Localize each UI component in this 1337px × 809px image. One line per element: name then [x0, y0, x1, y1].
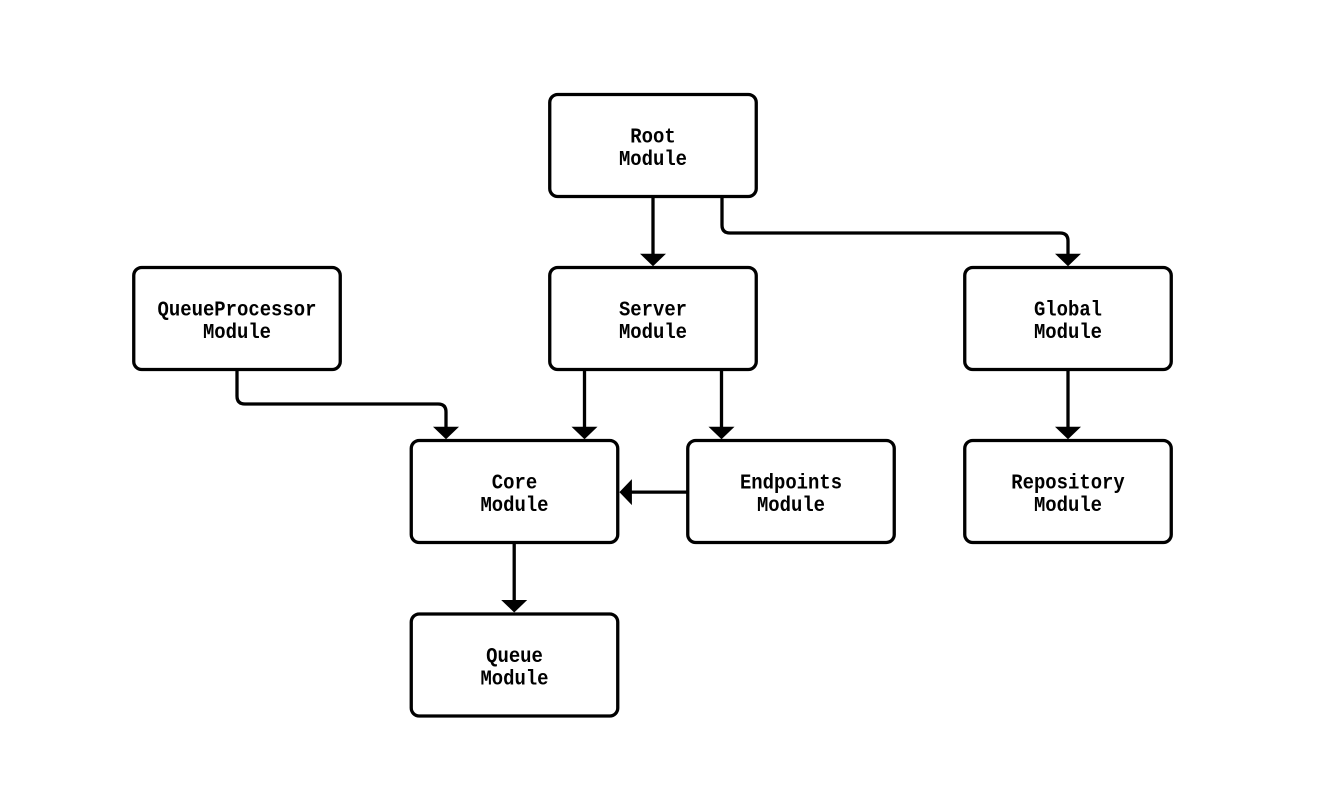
svg-text:Endpoints: Endpoints — [740, 472, 842, 496]
svg-text:Module: Module — [619, 148, 687, 172]
svg-text:Module: Module — [203, 321, 271, 345]
svg-text:Core: Core — [492, 472, 537, 496]
svg-text:Queue: Queue — [486, 645, 543, 669]
svg-text:Root: Root — [630, 126, 675, 150]
svg-text:Module: Module — [1034, 494, 1102, 518]
svg-text:Repository: Repository — [1011, 472, 1125, 496]
svg-text:QueueProcessor: QueueProcessor — [158, 299, 317, 323]
svg-text:Server: Server — [619, 299, 687, 323]
svg-text:Module: Module — [619, 321, 687, 345]
svg-text:Module: Module — [480, 667, 548, 691]
svg-text:Module: Module — [757, 494, 825, 518]
svg-text:Module: Module — [480, 494, 548, 518]
svg-text:Global: Global — [1034, 299, 1102, 323]
svg-text:Module: Module — [1034, 321, 1102, 345]
